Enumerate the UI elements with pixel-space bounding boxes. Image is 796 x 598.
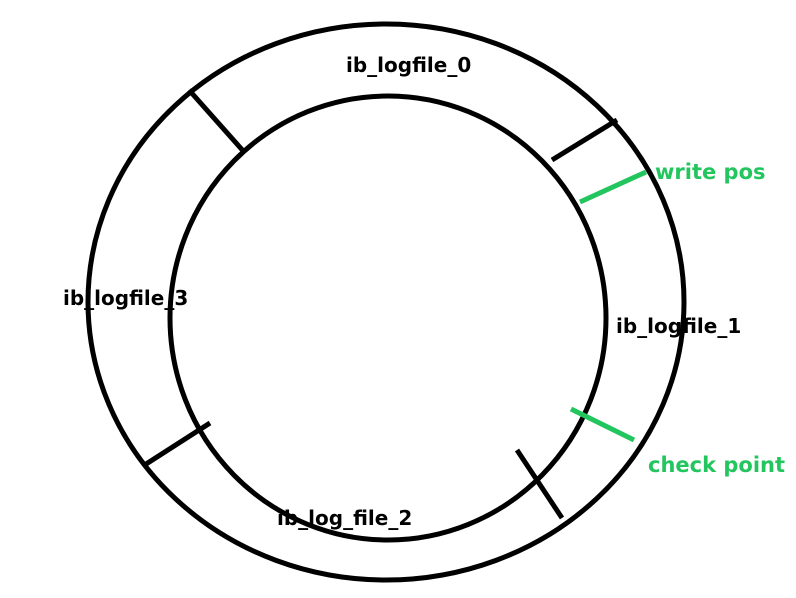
- segment-label-logfile-0: ib_logfile_0: [346, 53, 471, 77]
- outer-ring: [85, 21, 687, 583]
- segment-label-logfile-3: ib_logfile_3: [63, 286, 188, 310]
- divider-logfile-1-2: [514, 448, 565, 520]
- divider-logfile-0-1: [550, 117, 619, 163]
- check-point-marker: [569, 406, 636, 443]
- write-pos-marker: [578, 169, 648, 205]
- divider-logfile-2-3: [141, 420, 212, 469]
- write-pos-label: write pos: [655, 160, 766, 184]
- check-point-label: check point: [648, 453, 785, 477]
- segment-label-logfile-2: ib_log_file_2: [277, 506, 412, 530]
- segment-label-logfile-1: ib_logfile_1: [616, 314, 741, 338]
- inner-ring: [167, 93, 609, 543]
- divider-logfile-0-3: [187, 88, 247, 155]
